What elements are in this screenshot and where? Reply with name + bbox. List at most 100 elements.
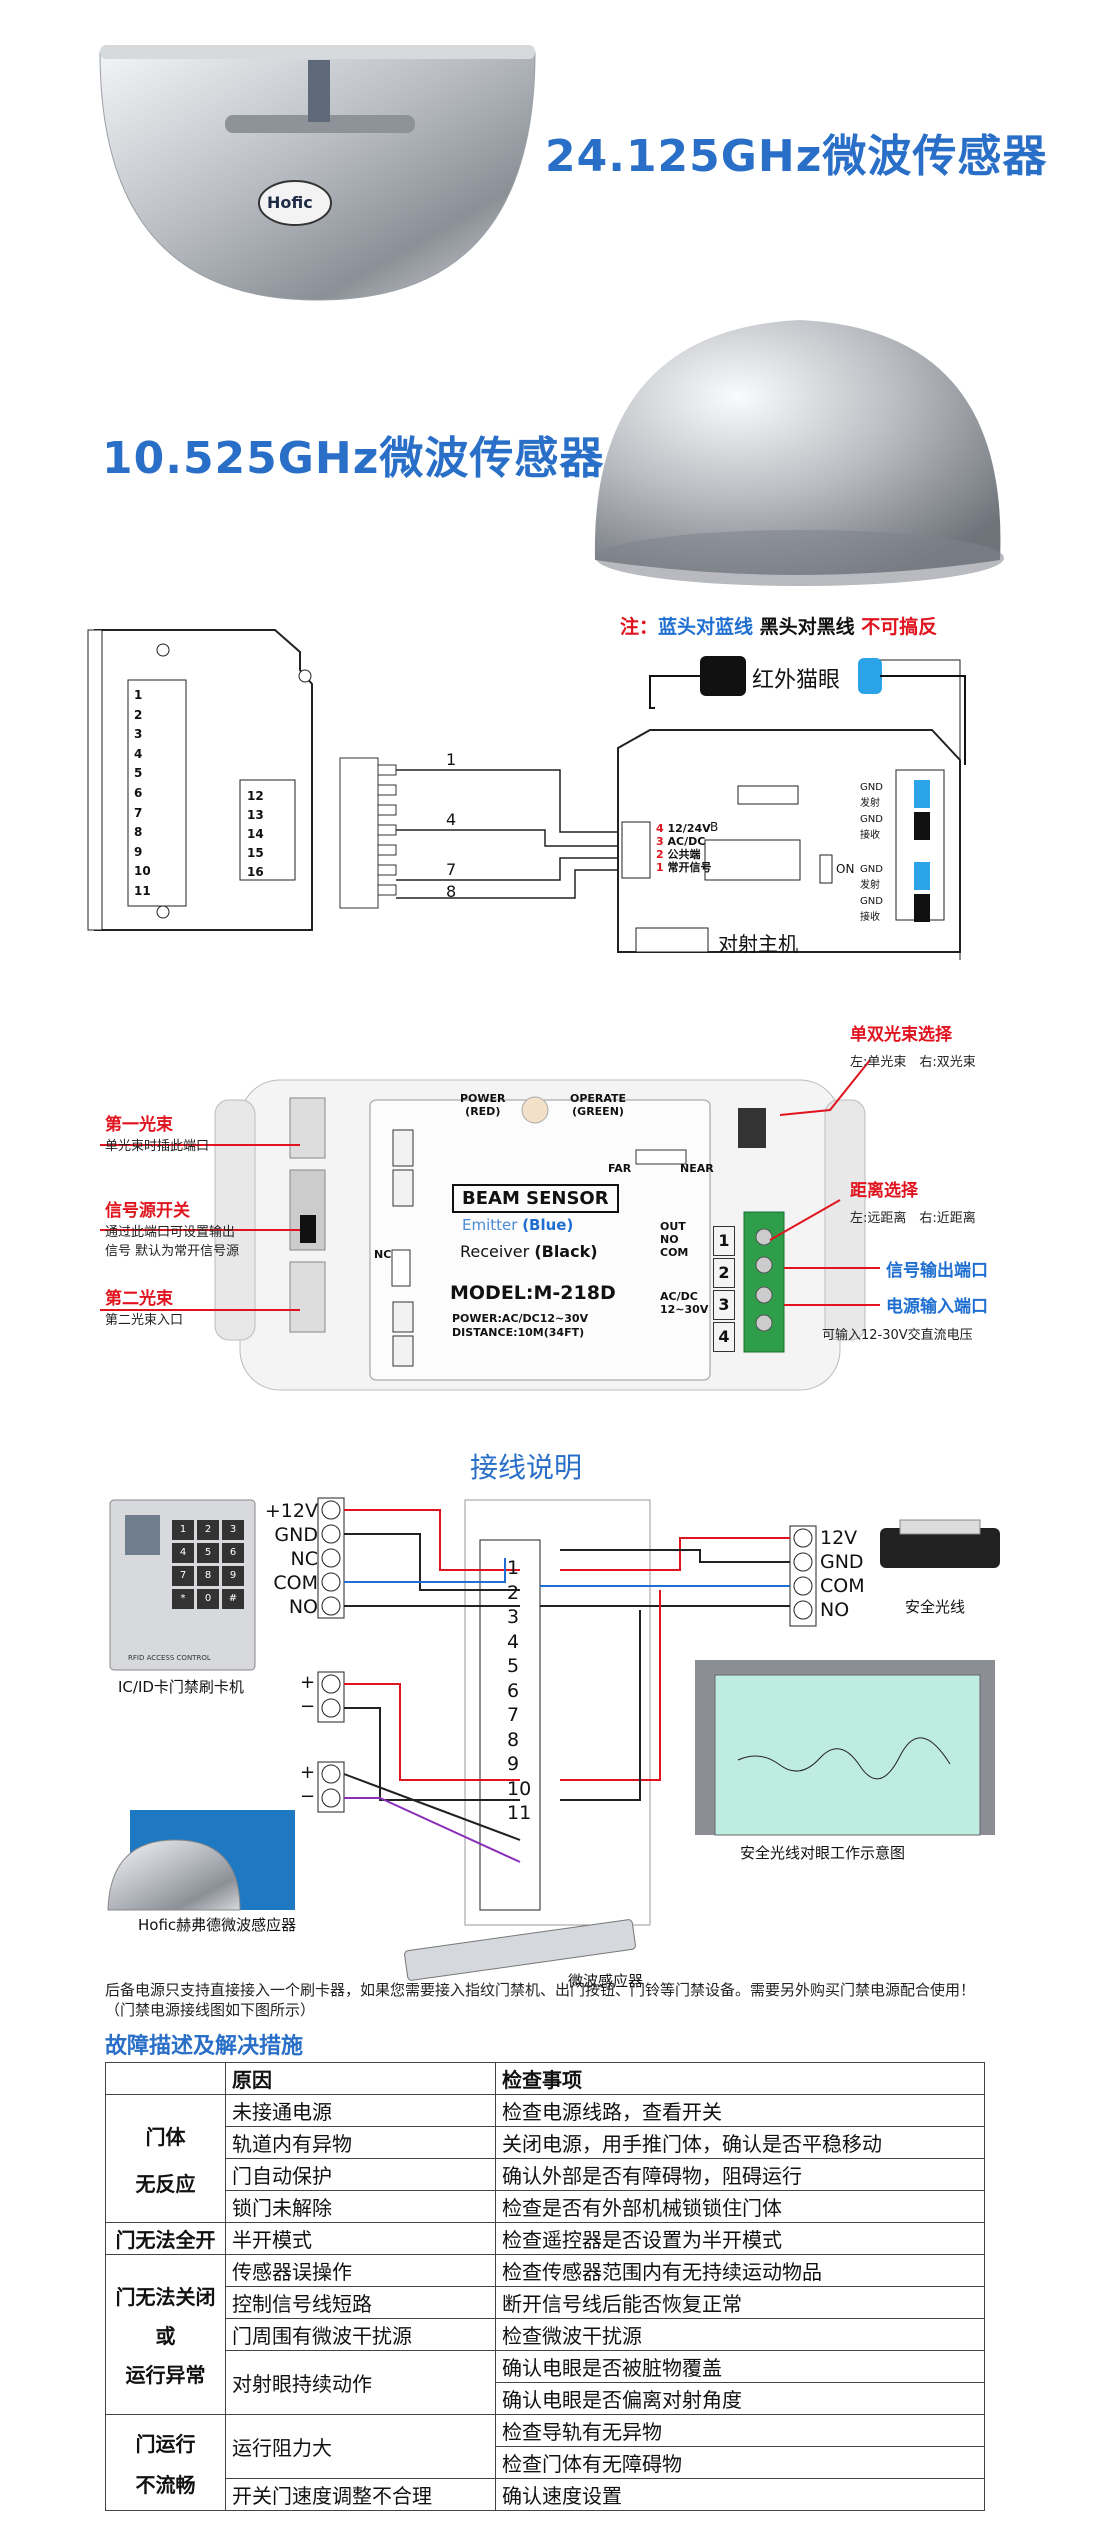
- block-term: 4: [507, 1630, 520, 1653]
- minus-label-1: −: [300, 1696, 316, 1717]
- plus-label-1: +: [300, 1672, 316, 1693]
- table-row: 控制信号线短路 断开信号线后能否恢复正常: [106, 2286, 985, 2319]
- terminal-label: 2: [134, 707, 143, 722]
- sensor1-image: [99, 45, 536, 301]
- fault-cause: 对射眼持续动作: [225, 2350, 496, 2415]
- table-row: 轨道内有异物 关闭电源，用手推门体，确认是否平稳移动: [106, 2126, 985, 2159]
- annotation-signal-out: 信号输出端口: [886, 1261, 988, 1281]
- annotation-second-beam: 第二光束 第二光束入口: [105, 1289, 184, 1328]
- sensor1-logo: Hofic: [267, 193, 313, 212]
- keypad-footer: RFID ACCESS CONTROL: [128, 1654, 211, 1662]
- terminal-label: 15: [247, 846, 264, 860]
- keypad-key: 4: [172, 1543, 194, 1563]
- mid-terminal-column: 12 13 14 15 16: [247, 787, 264, 882]
- fault-cause: 半开模式: [225, 2222, 496, 2255]
- fault-cause: 未接通电源: [225, 2094, 496, 2127]
- terminal-label: 7: [134, 805, 143, 820]
- keypad-key: 2: [197, 1520, 219, 1540]
- fault-check: 检查是否有外部机械锁锁住门体: [495, 2190, 985, 2223]
- fault-check: 检查门体有无障碍物: [495, 2446, 985, 2479]
- annotation-distance-select: 距离选择 左:远距离 右:近距离: [850, 1181, 976, 1226]
- card-reader-label: IC/ID卡门禁刷卡机: [118, 1678, 244, 1696]
- sensor2-title: 10.525GHz微波传感器: [102, 433, 605, 484]
- catseye-diagram: 注：蓝头对蓝线 黑头对黑线 不可搞反: [0, 600, 1100, 980]
- keypad-key: 8: [197, 1566, 219, 1586]
- fault-cause: 运行阻力大: [225, 2414, 496, 2479]
- block-term: 7: [507, 1704, 520, 1726]
- keypad-key: 9: [222, 1566, 244, 1586]
- terminal-label: 13: [247, 808, 264, 822]
- annotation-first-beam: 第一光束 单光束时插此端口: [105, 1115, 210, 1154]
- far-label: FAR: [608, 1162, 632, 1175]
- sensor2-image: [594, 320, 1001, 575]
- switch-on-label: ON: [836, 862, 855, 876]
- fault-check: 关闭电源，用手推门体，确认是否平稳移动: [495, 2126, 985, 2159]
- table-header-row: 原因 检查事项: [105, 2062, 985, 2095]
- terminal-label: 5: [134, 766, 143, 781]
- switch-b-label: B: [710, 820, 719, 834]
- fault-check: 检查导轨有无异物: [495, 2414, 985, 2447]
- table-row: 门体无反应 未接通电源 检查电源线路，查看开关: [105, 2094, 985, 2223]
- beam-terminals: 1 2 3 4: [713, 1226, 735, 1352]
- table-row: 确认电眼是否偏离对射角度: [106, 2382, 985, 2415]
- wiring-section: 接线说明: [0, 1440, 1100, 2020]
- terminal-label: 10: [134, 864, 151, 879]
- fault-check: 断开信号线后能否恢复正常: [495, 2286, 985, 2319]
- fault-category: 门无法关闭 或 运行异常: [105, 2254, 226, 2415]
- table-row: 检查门体有无障碍物: [106, 2446, 985, 2479]
- wire-number: 1: [446, 750, 457, 769]
- door-diagram-label: 安全光线对眼工作示意图: [740, 1844, 906, 1862]
- block-term: 11: [507, 1802, 532, 1824]
- wiring-note: 后备电源只支持直接接入一个刷卡器，如果您需要接入指纹门禁机、出门按钮、门铃等门禁…: [105, 1981, 976, 2019]
- table-row: 门自动保护 确认外部是否有障碍物，阻碍运行: [106, 2158, 985, 2191]
- annotation-power-in: 电源输入端口: [886, 1297, 988, 1317]
- receiver-label: Receiver (Black): [460, 1242, 598, 1261]
- block-term: 3: [507, 1606, 520, 1628]
- wire-number: 7: [446, 860, 457, 879]
- fault-table: 原因 检查事项 门体无反应 未接通电源 检查电源线路，查看开关 轨道内有异物 关…: [105, 2062, 985, 2511]
- fault-cause: 控制信号线短路: [225, 2286, 496, 2319]
- host-term-labels: 4 12/24V 3 AC/DC 2 公共端 1 常开信号: [656, 822, 712, 874]
- table-row: 开关门速度调整不合理 确认速度设置: [106, 2478, 985, 2511]
- annotation-power-in-desc: 可输入12-30V交直流电压: [822, 1328, 973, 1343]
- keypad-key: 7: [172, 1566, 194, 1586]
- faults-heading: 故障描述及解决措施: [105, 2034, 304, 2059]
- sensor2-product: 10.525GHz微波传感器: [0, 300, 1100, 590]
- block-term: 6: [507, 1679, 520, 1702]
- block-term: 9: [507, 1753, 520, 1775]
- table-row: 门运行不流畅 运行阻力大 检查导轨有无异物: [105, 2414, 985, 2511]
- fault-cause: 传感器误操作: [225, 2254, 496, 2287]
- terminal-label: 16: [247, 865, 264, 879]
- fault-check: 检查遥控器是否设置为半开模式: [495, 2222, 985, 2255]
- wiring-note: 注：蓝头对蓝线 黑头对黑线 不可搞反: [620, 616, 938, 638]
- near-label: NEAR: [680, 1162, 714, 1175]
- fault-cause: 开关门速度调整不合理: [225, 2478, 496, 2511]
- block-term: 8: [507, 1728, 520, 1751]
- fault-cause: 门周围有微波干扰源: [225, 2318, 496, 2351]
- col-cause: 原因: [225, 2062, 496, 2095]
- fault-cause: 门自动保护: [225, 2158, 496, 2191]
- minus-label-2: −: [300, 1786, 316, 1807]
- terminal-label: 3: [134, 727, 143, 742]
- annotation-signal-switch: 信号源开关 通过此端口可设置输出信号 默认为常开信号源: [105, 1201, 240, 1259]
- table-row: 对射眼持续动作 确认电眼是否被脏物覆盖: [106, 2350, 985, 2415]
- terminal-label: 12: [247, 789, 264, 803]
- block-term: 5: [507, 1655, 520, 1677]
- keypad-key: #: [222, 1589, 244, 1609]
- terminal-label: 8: [134, 825, 143, 840]
- keypad-key: 3: [222, 1520, 244, 1540]
- col-check: 检查事项: [495, 2062, 985, 2095]
- sensor1-title: 24.125GHz微波传感器: [545, 131, 1048, 182]
- nc-label: NC: [374, 1248, 392, 1261]
- fault-check: 检查传感器范围内有无持续运动物品: [495, 2254, 985, 2287]
- terminal-block: 1 2 3 4 5 6 7 8 9 10 11: [507, 1556, 531, 1826]
- fault-cause: 锁门未解除: [225, 2190, 496, 2223]
- block-term: 10: [507, 1777, 532, 1800]
- left-terminal-column: 1 2 3 4 5 6 7 8 9 10 11: [134, 686, 160, 902]
- table-row: 门无法关闭 或 运行异常 传感器误操作 检查传感器范围内有无持续运动物品: [105, 2254, 985, 2415]
- fault-check: 检查微波干扰源: [495, 2318, 985, 2351]
- keypad-key: 0: [197, 1589, 219, 1609]
